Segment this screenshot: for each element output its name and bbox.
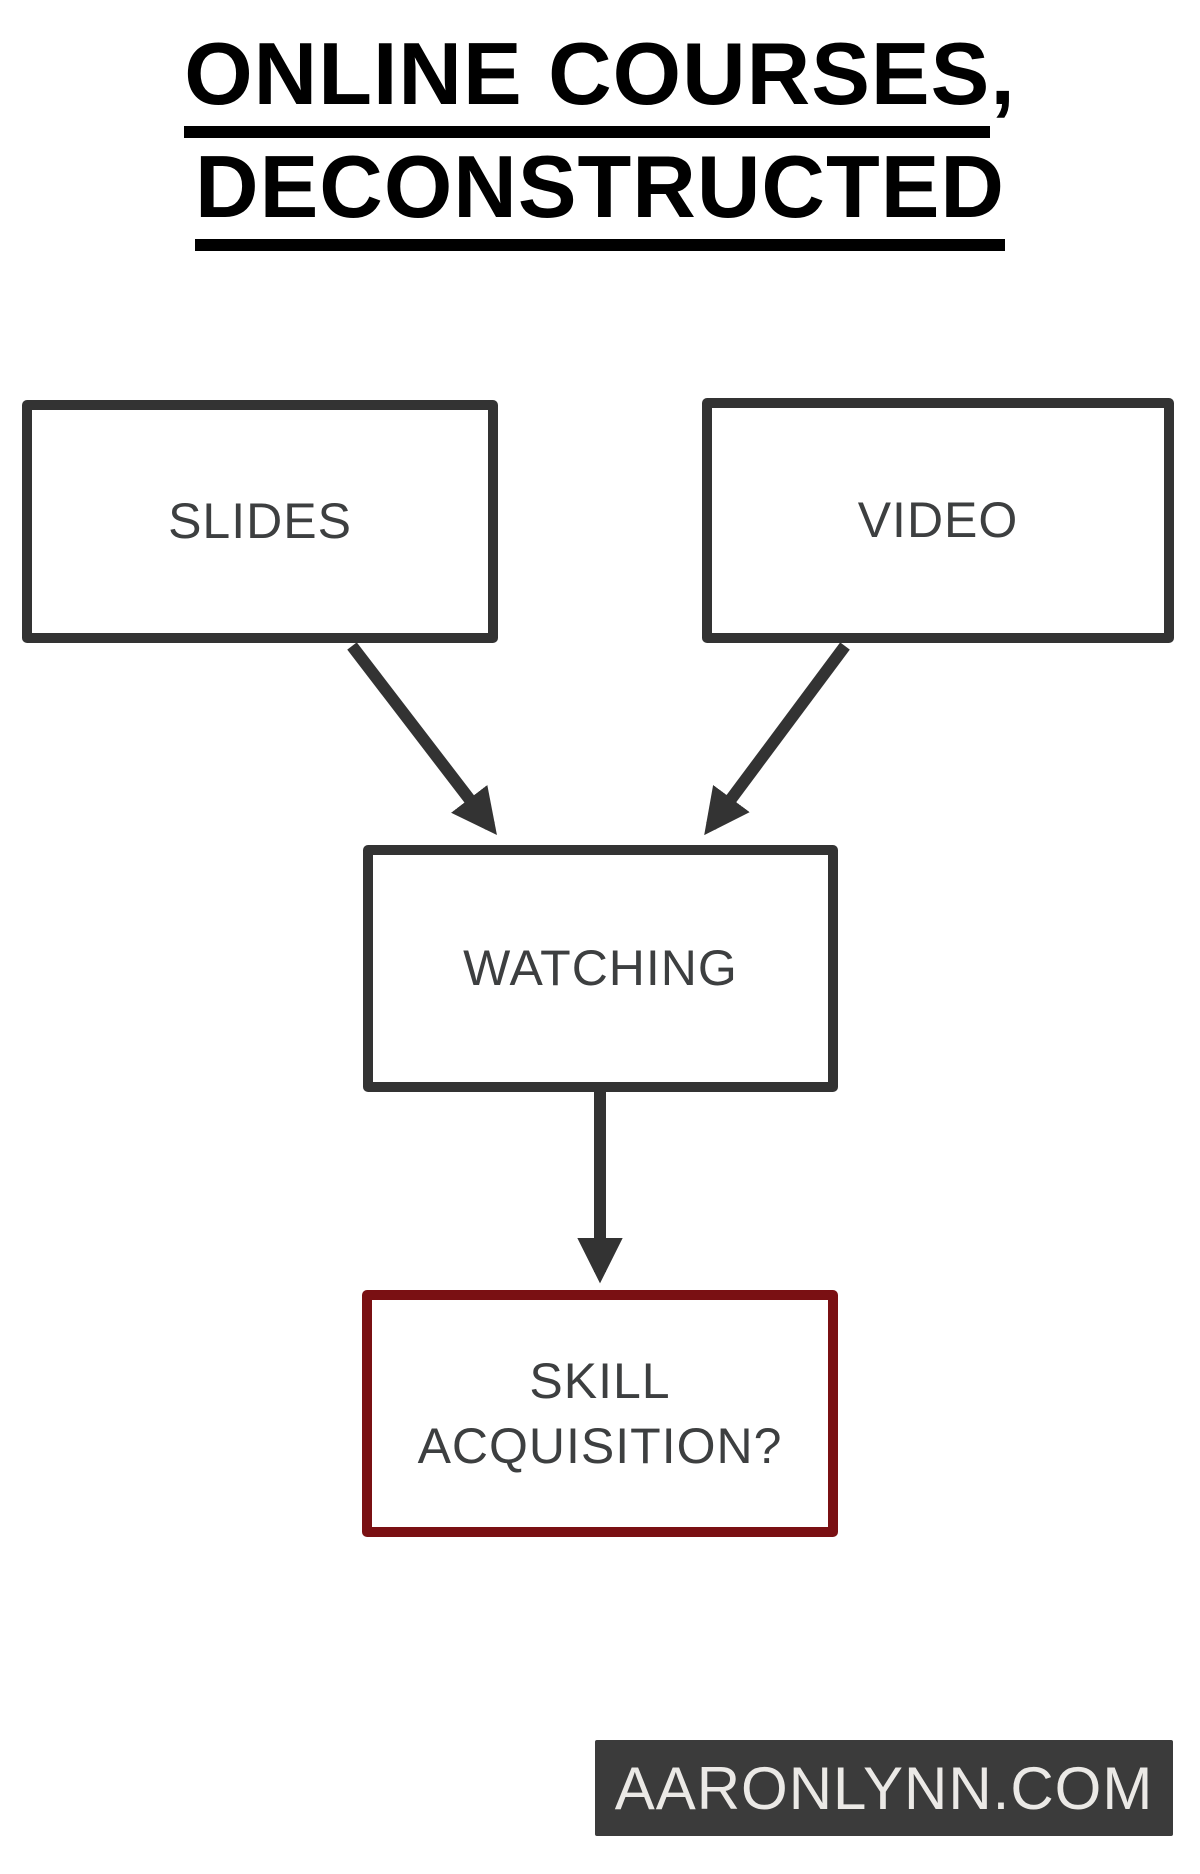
page-title-line-1-text: ONLINE COURSES: [184, 30, 991, 138]
page-title-line-2: DECONSTRUCTED: [0, 143, 1200, 251]
node-video-label: VIDEO: [857, 492, 1019, 548]
page-title-line-1: ONLINE COURSES,: [0, 30, 1200, 138]
page-title-line-2-text: DECONSTRUCTED: [195, 143, 1005, 251]
footer-site-text: AARONLYNN.COM: [614, 1754, 1154, 1822]
node-slides-label: SLIDES: [168, 493, 352, 549]
edge-slides-to-watching: [347, 642, 497, 836]
edge-video-to-watching: [704, 642, 850, 836]
node-skill-acquisition-label: SKILL ACQUISITION?: [417, 1352, 783, 1474]
node-skill-acquisition: SKILL ACQUISITION?: [362, 1290, 838, 1537]
node-watching: WATCHING: [363, 845, 838, 1092]
page-title-comma: ,: [990, 24, 1016, 123]
node-video: VIDEO: [702, 398, 1174, 643]
node-watching-label: WATCHING: [463, 940, 738, 996]
footer-badge: AARONLYNN.COM: [595, 1740, 1173, 1836]
node-slides: SLIDES: [22, 400, 498, 643]
